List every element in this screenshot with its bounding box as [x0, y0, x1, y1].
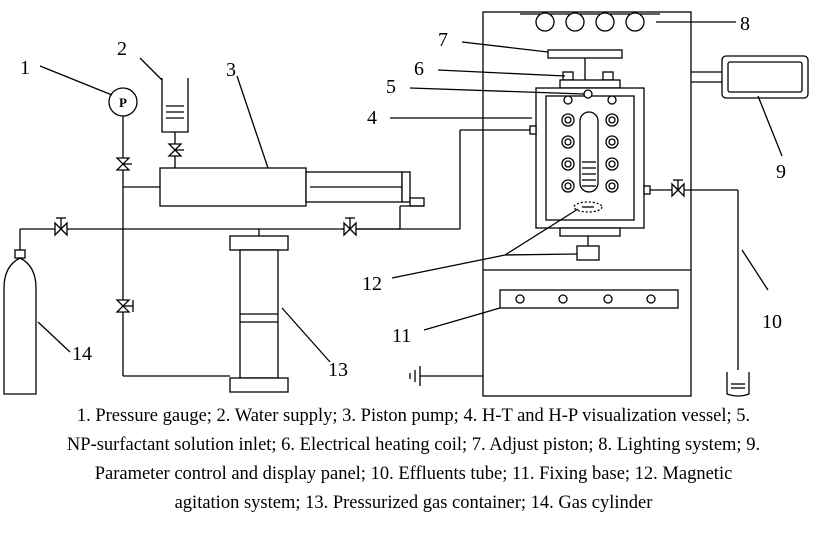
apparatus-diagram: P	[3, 11, 809, 397]
label-13: 13	[328, 359, 348, 381]
label-12: 12	[362, 273, 382, 295]
label-2: 2	[117, 38, 127, 60]
label-14: 14	[72, 343, 92, 365]
piping	[19, 116, 530, 377]
caption-line-4: agitation system; 13. Pressurized gas co…	[174, 493, 653, 513]
effluent-line	[650, 189, 750, 397]
caption-line-2: NP-surfactant solution inlet; 6. Electri…	[66, 435, 761, 455]
label-3: 3	[226, 59, 236, 81]
figure-caption: 1. Pressure gauge; 2. Water supply; 3. P…	[0, 398, 827, 539]
label-1: 1	[20, 57, 30, 79]
ground-symbol	[409, 366, 483, 386]
valve-cylinder	[54, 217, 68, 237]
gas-container	[229, 229, 289, 393]
gauge-letter: P	[119, 95, 127, 110]
label-4: 4	[367, 107, 377, 129]
valve-water	[167, 143, 184, 157]
caption-line-3: Parameter control and display panel; 10.…	[94, 464, 733, 484]
valve-vessel-inlet	[343, 217, 357, 237]
vessel-bolts	[561, 95, 619, 193]
label-11: 11	[392, 325, 411, 347]
number-labels: 1 2 3 4 5 6 7 8 9 10 11 12 13 14	[20, 13, 786, 381]
adjust-piston	[547, 49, 623, 82]
label-5: 5	[386, 76, 396, 98]
valve-bottom	[115, 299, 134, 313]
control-panel	[691, 55, 809, 99]
label-10: 10	[762, 311, 782, 333]
pressure-gauge: P	[108, 87, 138, 117]
gas-cylinder	[3, 249, 37, 395]
caption-line-1: 1. Pressure gauge; 2. Water supply; 3. P…	[76, 406, 751, 426]
label-7: 7	[438, 29, 448, 51]
valve-gauge	[115, 157, 132, 171]
label-6: 6	[414, 58, 424, 80]
main-cabinet	[482, 11, 692, 397]
label-9: 9	[776, 161, 786, 183]
piston-pump	[159, 167, 425, 207]
solution-inlet	[583, 89, 593, 99]
label-8: 8	[740, 13, 750, 35]
leader-lines	[37, 21, 783, 363]
visualization-vessel	[529, 79, 651, 237]
valve-effluent	[671, 179, 685, 198]
fixing-base	[499, 289, 679, 309]
lighting-system	[520, 12, 660, 32]
magnetic-agitator	[576, 236, 600, 261]
